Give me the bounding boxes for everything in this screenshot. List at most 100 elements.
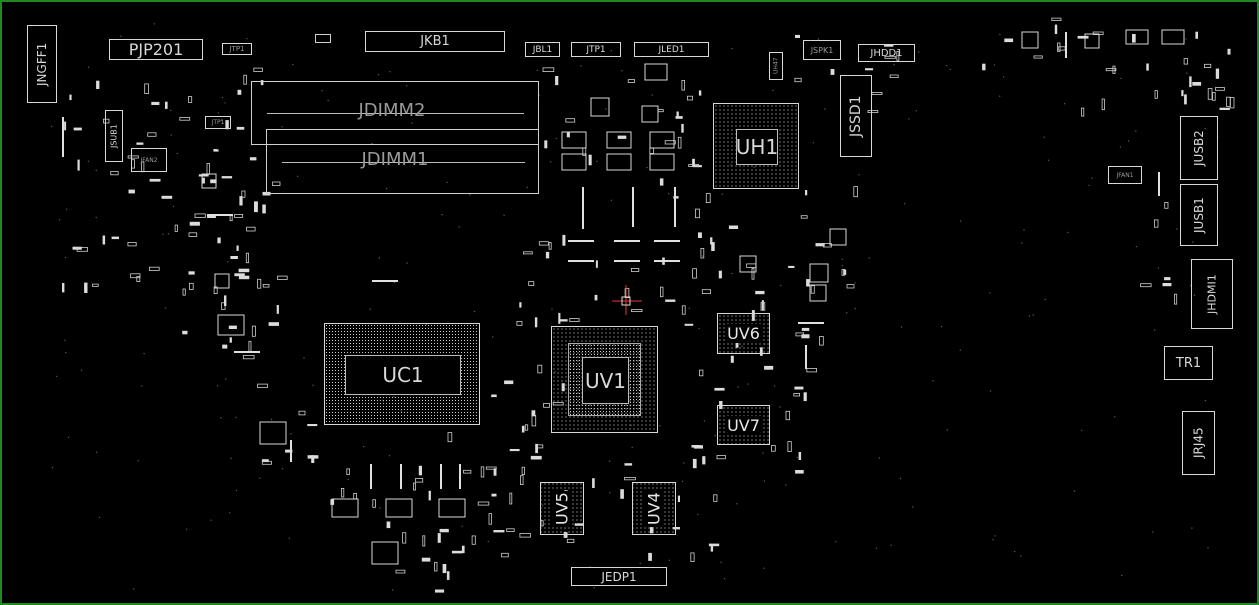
smd-component <box>672 527 680 530</box>
via-dot <box>1047 159 1050 161</box>
via-dot <box>1193 294 1196 296</box>
smd-component <box>624 463 633 466</box>
long-component <box>1158 172 1160 196</box>
smd-component <box>480 466 485 478</box>
long-component <box>582 187 584 229</box>
connector-jfan2[interactable]: JFAN2 <box>131 148 167 172</box>
smd-component <box>793 393 800 397</box>
smd-component <box>64 121 67 131</box>
via-dot <box>1091 177 1093 179</box>
connector-jspk1[interactable]: JSPK1 <box>803 40 841 60</box>
smd-component <box>531 410 536 417</box>
slot-jdimm2[interactable] <box>251 81 539 145</box>
via-dot <box>1067 231 1069 234</box>
connector-jtp1-b[interactable]: JTP1 <box>571 42 621 57</box>
smd-component <box>418 465 422 476</box>
smd-component <box>241 190 246 198</box>
chip-uv7[interactable]: UV7 <box>717 405 770 445</box>
component-uh47[interactable]: UH47 <box>769 52 783 80</box>
slot-jdimm1[interactable] <box>266 129 539 194</box>
smd-component <box>592 478 595 488</box>
chip-uv1[interactable]: UV1 <box>551 326 658 433</box>
smd-component <box>843 269 847 275</box>
chip-uv4[interactable]: UV4 <box>632 482 676 535</box>
smd-component <box>794 386 804 390</box>
connector-jtp1-a[interactable]: JTP1 <box>222 43 252 55</box>
smd-component <box>210 179 217 184</box>
smd-component <box>1154 219 1159 228</box>
via-dot <box>918 51 920 53</box>
connector-jfan1[interactable]: JFAN1 <box>1108 166 1142 184</box>
smd-component <box>699 369 704 377</box>
smd-component <box>896 51 900 61</box>
smd-component <box>867 110 879 114</box>
via-dot <box>609 492 611 494</box>
connector-jusb1[interactable]: JUSB1 <box>1180 184 1218 246</box>
smd-component <box>755 290 765 295</box>
smd-component <box>451 550 463 554</box>
square-ic <box>438 498 466 518</box>
smd-component <box>558 312 561 324</box>
connector-jedp1[interactable]: JEDP1 <box>571 567 667 586</box>
via-dot <box>993 64 996 66</box>
smd-component <box>353 493 358 500</box>
long-component <box>805 345 807 369</box>
chip-uc1[interactable]: UC1 <box>324 323 480 425</box>
chip-uh1[interactable]: UH1 <box>713 103 799 189</box>
component-small-top[interactable] <box>315 34 331 43</box>
long-component <box>290 440 292 462</box>
via-dot <box>593 587 595 589</box>
smd-component <box>77 159 80 171</box>
smd-component <box>1215 87 1225 91</box>
label-jled1: JLED1 <box>658 44 685 55</box>
smd-component <box>421 557 431 562</box>
connector-jssd1[interactable]: JSSD1 <box>840 75 872 157</box>
transformer-tr1[interactable]: TR1 <box>1164 346 1213 380</box>
via-dot <box>854 307 856 310</box>
via-dot <box>1020 555 1022 557</box>
connector-jled1[interactable]: JLED1 <box>634 42 709 57</box>
smd-component <box>1105 68 1117 72</box>
smd-component <box>447 432 453 443</box>
via-dot <box>841 265 843 267</box>
smd-component <box>565 118 576 123</box>
connector-jkb1[interactable]: JKB1 <box>365 31 505 52</box>
connector-jrj45[interactable]: JRJ45 <box>1182 411 1215 475</box>
via-dot <box>1217 136 1219 138</box>
connector-jngff1[interactable]: JNGFF1 <box>27 25 57 103</box>
chip-uv6[interactable]: UV6 <box>717 313 770 354</box>
smd-component <box>84 282 88 293</box>
via-dot <box>170 134 172 136</box>
smd-component <box>788 265 795 268</box>
connector-jhdd1[interactable]: JHDD1 <box>858 44 915 62</box>
via-dot <box>446 181 448 184</box>
smd-component <box>714 387 725 391</box>
connector-jtp1-c[interactable]: JTP1 <box>205 116 231 129</box>
smd-component <box>555 76 559 86</box>
connector-jsub1[interactable]: JSUB1 <box>105 110 123 162</box>
smd-component <box>130 273 141 279</box>
chip-uv5[interactable]: UV5 <box>540 482 584 535</box>
connector-jusb2[interactable]: JUSB2 <box>1180 116 1218 180</box>
via-dot <box>605 108 607 110</box>
long-component <box>372 280 398 282</box>
via-dot <box>858 174 860 176</box>
smd-component <box>595 260 598 268</box>
via-dot <box>1114 416 1116 418</box>
connector-jbl1[interactable]: JBL1 <box>525 42 560 57</box>
square-ic <box>649 153 675 171</box>
via-dot <box>763 480 766 482</box>
connector-jhdmi1[interactable]: JHDMI1 <box>1191 259 1233 329</box>
via-dot <box>893 63 895 66</box>
square-ic <box>1084 33 1100 49</box>
connector-pjp201[interactable]: PJP201 <box>109 39 203 60</box>
smd-component <box>705 193 711 204</box>
smd-component <box>372 499 376 508</box>
smd-component <box>1112 65 1116 74</box>
smd-component <box>437 533 441 543</box>
smd-component <box>815 243 825 247</box>
via-dot <box>608 460 611 462</box>
smd-component <box>346 468 350 475</box>
smd-component <box>538 241 549 246</box>
smd-component <box>1181 90 1184 97</box>
